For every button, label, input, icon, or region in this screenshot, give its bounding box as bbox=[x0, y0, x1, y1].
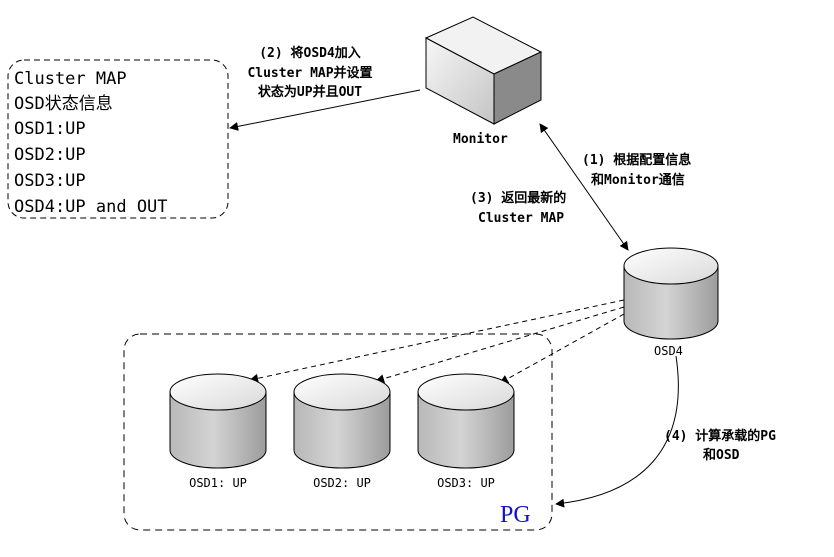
osd4-to-osd3-arrow bbox=[499, 313, 625, 384]
osd4-to-osd1-arrow bbox=[249, 299, 625, 383]
step-2-arrow bbox=[229, 89, 421, 131]
svg-text:Cluster MAP并设置: Cluster MAP并设置 bbox=[247, 65, 372, 81]
step-4-label: (4) 计算承载的PG 和OSD bbox=[664, 428, 776, 463]
osd4-to-osd2-arrow bbox=[375, 306, 625, 383]
svg-text:(2) 将OSD4加入: (2) 将OSD4加入 bbox=[259, 45, 361, 61]
pg-group-box bbox=[123, 333, 553, 531]
osd3-label: OSD3: UP bbox=[437, 476, 495, 490]
cluster-map-line-6: OSD4:UP and OUT bbox=[14, 197, 168, 217]
cluster-map-line-3: OSD1:UP bbox=[14, 119, 86, 139]
osd4-disk-icon bbox=[623, 247, 719, 340]
osd2-label: OSD2: UP bbox=[313, 476, 371, 490]
svg-text:和Monitor通信: 和Monitor通信 bbox=[591, 172, 685, 188]
osd1-label: OSD1: UP bbox=[189, 476, 247, 490]
cluster-map-line-5: OSD3:UP bbox=[14, 171, 86, 191]
cluster-map-line-4: OSD2:UP bbox=[14, 145, 86, 165]
svg-text:(1) 根据配置信息: (1) 根据配置信息 bbox=[582, 152, 691, 168]
cluster-map-box: Cluster MAP OSD状态信息 OSD1:UP OSD2:UP OSD3… bbox=[7, 59, 229, 219]
osd3-disk-icon bbox=[417, 373, 515, 469]
svg-text:(3) 返回最新的: (3) 返回最新的 bbox=[470, 190, 566, 206]
osd4-to-disk-arrows bbox=[249, 299, 625, 384]
monitor-osd4-arrow bbox=[539, 123, 629, 251]
svg-text:Cluster MAP: Cluster MAP bbox=[478, 211, 564, 226]
pg-label: PG bbox=[500, 502, 531, 528]
osd1-disk-icon bbox=[169, 373, 267, 469]
step-3-label: (3) 返回最新的 Cluster MAP bbox=[470, 190, 566, 226]
monitor-label: Monitor bbox=[453, 132, 508, 147]
svg-text:状态为UP并且OUT: 状态为UP并且OUT bbox=[258, 84, 362, 100]
svg-text:和OSD: 和OSD bbox=[703, 447, 740, 463]
osd2-disk-icon bbox=[293, 373, 391, 469]
svg-text:(4) 计算承载的PG: (4) 计算承载的PG bbox=[664, 428, 776, 444]
cluster-map-line-2: OSD状态信息 bbox=[14, 94, 113, 114]
step-1-label: (1) 根据配置信息 和Monitor通信 bbox=[582, 152, 691, 188]
cluster-map-line-1: Cluster MAP bbox=[14, 69, 127, 89]
osd4-label: OSD4 bbox=[654, 344, 683, 358]
step-2-label: (2) 将OSD4加入 Cluster MAP并设置 状态为UP并且OUT bbox=[247, 45, 372, 100]
step-4-arrow bbox=[555, 355, 679, 508]
monitor-server-icon bbox=[424, 16, 543, 125]
